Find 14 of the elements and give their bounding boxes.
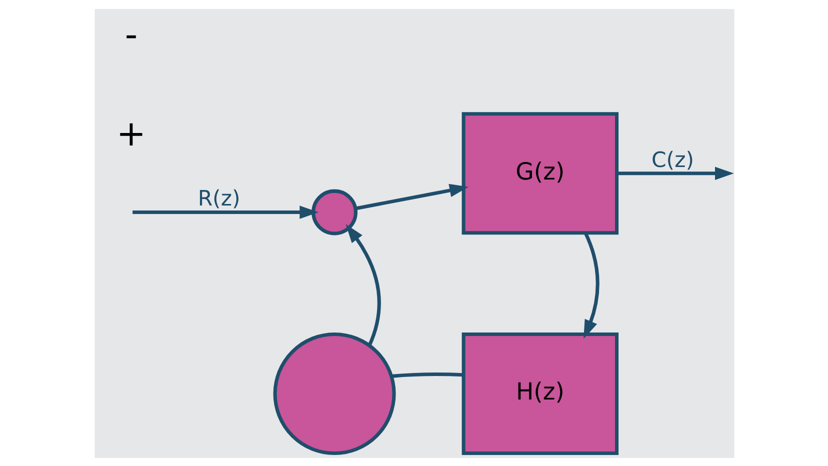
label: - — [124, 14, 138, 56]
arrow — [345, 224, 380, 346]
node-box: G(z) — [461, 112, 618, 234]
arrow — [616, 166, 734, 180]
connector — [391, 372, 463, 378]
arrow — [132, 205, 318, 218]
edge-label: C(z) — [651, 147, 694, 172]
edge-label: R(z) — [197, 186, 240, 212]
arrow — [583, 232, 599, 338]
node-box: H(z) — [461, 332, 618, 455]
arrow — [354, 183, 468, 210]
node-circle — [272, 332, 396, 455]
label: + — [116, 113, 146, 154]
node-circle — [311, 188, 357, 235]
